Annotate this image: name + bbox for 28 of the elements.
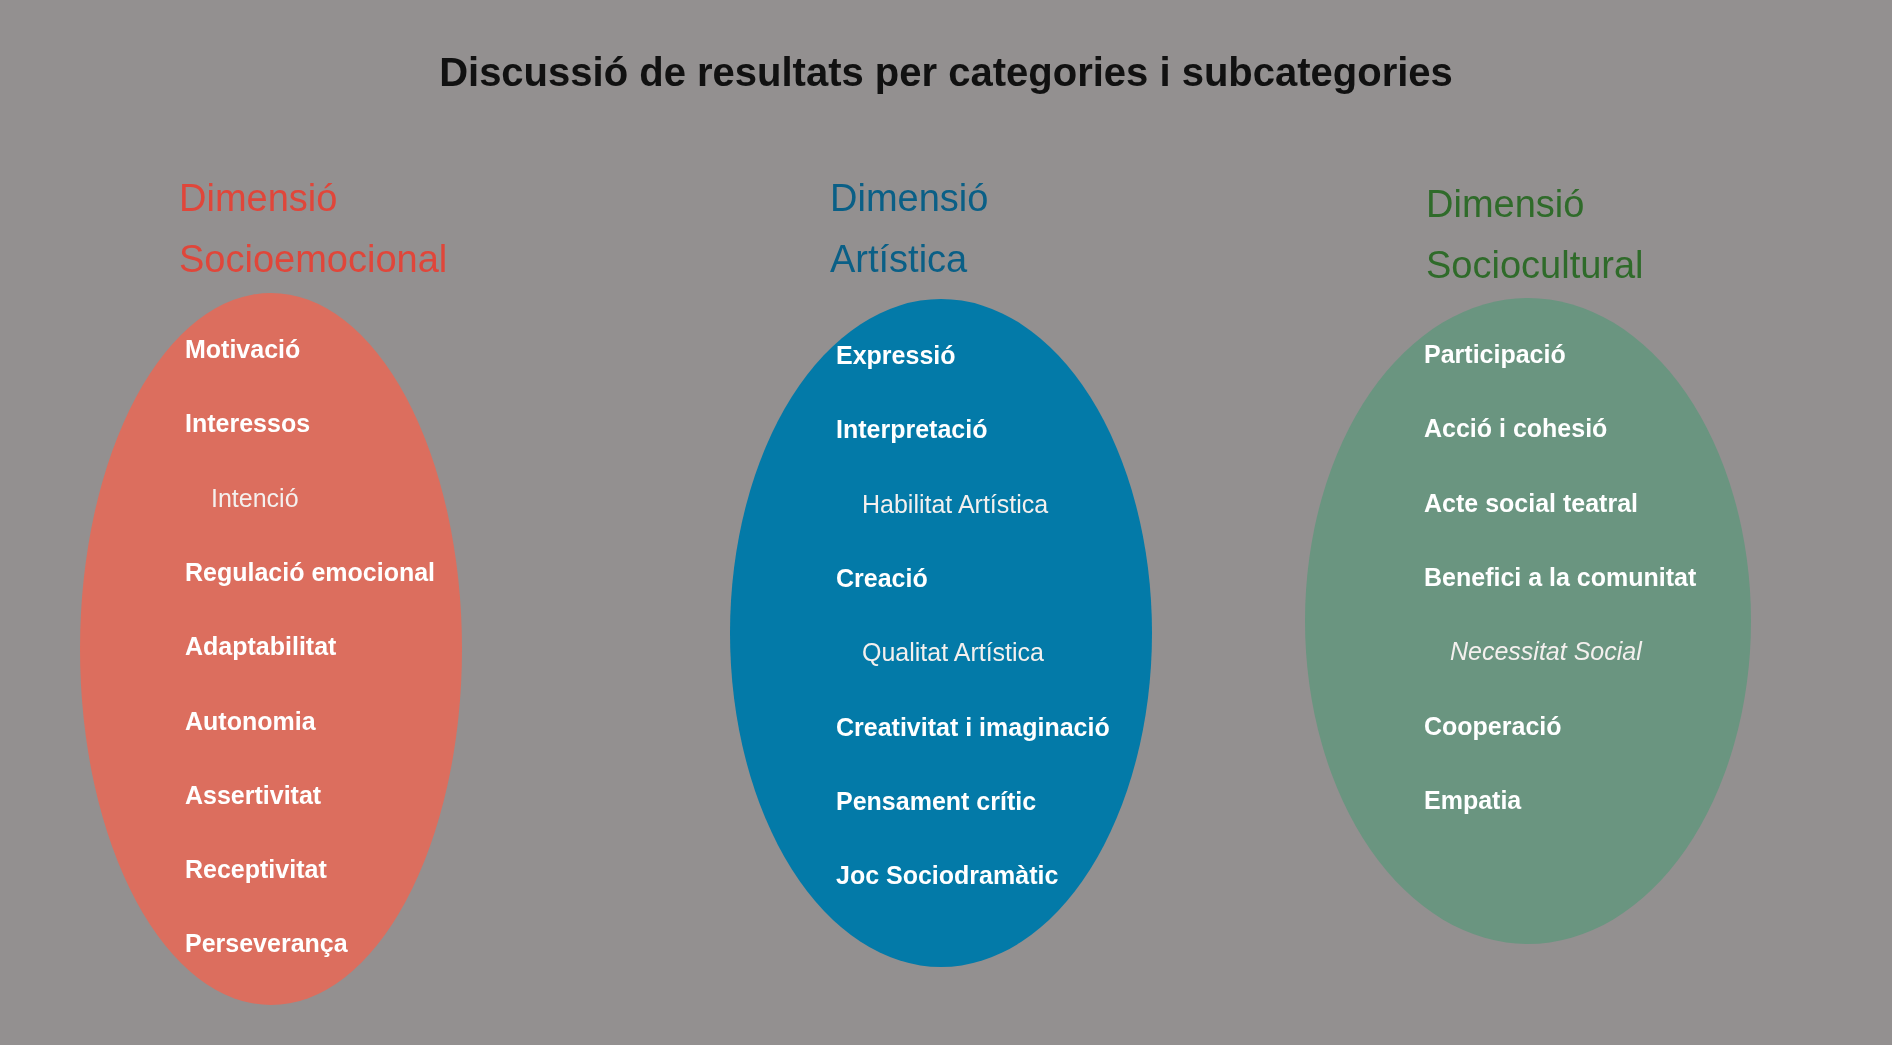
- subcategory-label: Creació: [836, 563, 928, 593]
- subcategory-label: Receptivitat: [185, 855, 327, 885]
- subcategory-label: Intenció: [211, 483, 299, 513]
- subcategory-label: Participació: [1424, 340, 1566, 369]
- subcategory-label: Expressió: [836, 341, 956, 370]
- subcategory-label: Motivació: [185, 335, 301, 364]
- subcategory-label: Empatia: [1424, 785, 1522, 815]
- subcategory-label: Regulació emocional: [185, 557, 436, 587]
- subcategory-label: Qualitat Artística: [862, 638, 1045, 668]
- subcategory-label: Benefici a la comunitat: [1424, 562, 1697, 592]
- subcategory-label: Interessos: [185, 409, 311, 439]
- subcategory-label: Autonomia: [185, 706, 316, 736]
- subcategory-label: Cooperació: [1424, 711, 1562, 741]
- subcategory-label: Perseverança: [185, 929, 348, 959]
- category-heading: Dimensió Socioemocional: [179, 176, 449, 282]
- diagram-title: Discussió de resultats per categories i subcategories: [438, 50, 1454, 95]
- subcategory-label: Assertivitat: [185, 780, 322, 810]
- subcategory-label: Creativitat i imaginació: [836, 712, 1110, 742]
- subcategory-label: Acte social teatral: [1424, 488, 1638, 518]
- subcategory-label: Joc Sociodramàtic: [836, 861, 1059, 891]
- subcategory-label: Necessitat Social: [1450, 637, 1642, 667]
- subcategory-label: Acció i cohesió: [1424, 414, 1608, 444]
- subcategory-label: Interpretació: [836, 415, 988, 445]
- category-heading: Dimensió Sociocultural: [1426, 182, 1645, 288]
- subcategory-label: Adaptabilitat: [185, 632, 337, 662]
- category-heading: Dimensió Artística: [830, 176, 990, 282]
- subcategory-label: Habilitat Artística: [862, 489, 1049, 519]
- subcategory-label: Pensament crític: [836, 786, 1037, 816]
